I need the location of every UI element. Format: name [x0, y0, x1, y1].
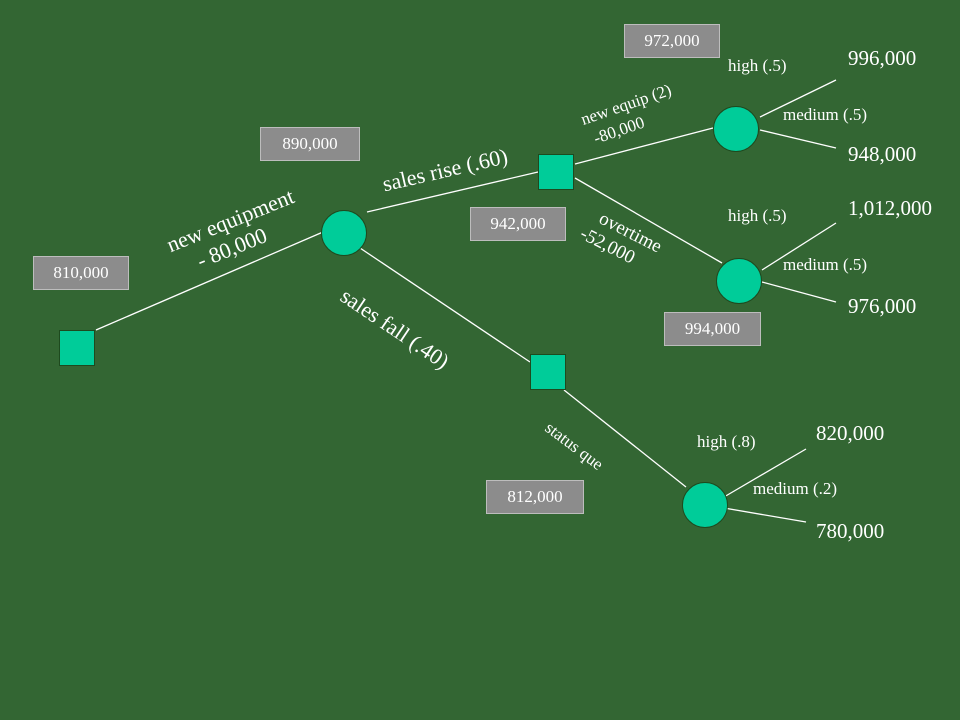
lower-high-payoff: 820,000: [816, 421, 885, 445]
outcome-upper-medium-line: [759, 129, 837, 149]
overtime-value-box: 994,000: [664, 312, 761, 346]
middle-medium-prob-label: medium (.5): [783, 255, 868, 274]
branch-new-equipment-line: [95, 231, 324, 331]
branch-status-quo-line: [563, 389, 687, 488]
upper-medium-payoff: 948,000: [848, 142, 917, 166]
outcome-upper-high-line: [759, 79, 837, 118]
upper-medium-prob-label: medium (.5): [783, 105, 868, 124]
outcome-lower-high-line: [723, 448, 807, 498]
fall-value-box: 812,000: [486, 480, 584, 514]
branch-overtime-line: [574, 177, 723, 264]
sales-fall-decision-node: [530, 354, 566, 390]
new-equip-value-box: 972,000: [624, 24, 720, 58]
outcome-lower-medium-line: [723, 507, 807, 523]
root-value-box: 810,000: [33, 256, 129, 290]
outcome-middle-high-line: [761, 222, 837, 271]
status-quo-chance-node: [682, 482, 728, 528]
middle-high-payoff: 1,012,000: [848, 196, 932, 220]
new-equip-chance-node: [713, 106, 759, 152]
upper-high-payoff: 996,000: [848, 46, 917, 70]
branch-new-equip2-line: [574, 127, 714, 165]
middle-medium-payoff: 976,000: [848, 294, 917, 318]
lower-medium-prob-label: medium (.2): [753, 479, 838, 498]
rise-decision-value-box: 942,000: [470, 207, 566, 241]
sales-chance-node: [321, 210, 367, 256]
root-decision-node: [59, 330, 95, 366]
branch-sales-fall-line: [359, 247, 531, 363]
lower-medium-payoff: 780,000: [816, 519, 885, 543]
branch-sales-rise-line: [366, 171, 539, 213]
chance1-value-box: 890,000: [260, 127, 360, 161]
sales-rise-decision-node: [538, 154, 574, 190]
upper-high-prob-label: high (.5): [728, 56, 787, 75]
outcome-middle-medium-line: [761, 281, 837, 303]
overtime-chance-node: [716, 258, 762, 304]
middle-high-prob-label: high (.5): [728, 206, 787, 225]
lower-high-prob-label: high (.8): [697, 432, 756, 451]
